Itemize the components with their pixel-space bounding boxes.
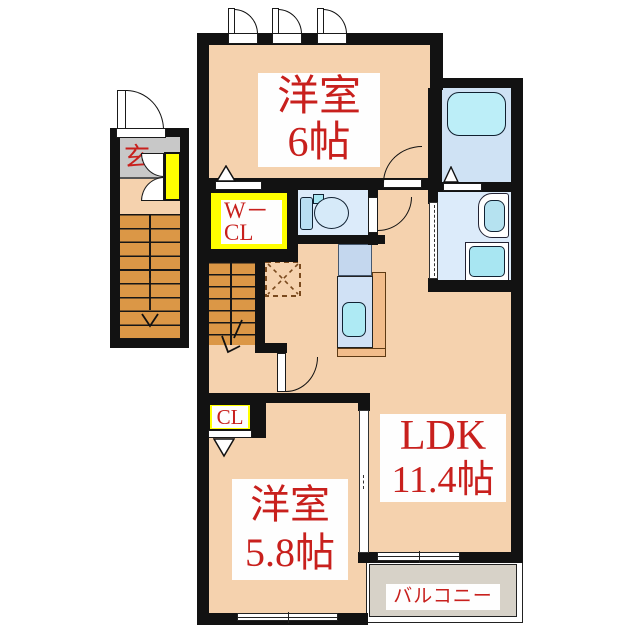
folding-door-dashes xyxy=(433,205,435,276)
kitchen-upper-counter xyxy=(338,244,372,276)
wall-washroom-bottom xyxy=(428,280,523,292)
sliding-door-meeting-stile xyxy=(359,475,364,489)
kitchen-counter-side xyxy=(372,272,386,356)
toilet-bowl xyxy=(314,197,349,229)
washbasin xyxy=(484,200,505,232)
wall-partition-stub xyxy=(358,393,370,411)
wall-wcl-bottom xyxy=(208,252,298,262)
closet-door-sill xyxy=(208,430,252,438)
closet-door-swing-triangle xyxy=(213,438,235,458)
toilet-door-leaf xyxy=(368,197,378,233)
window-sill-2 xyxy=(272,33,302,44)
bath-door-swing-triangle xyxy=(443,166,460,183)
wall-closet-right xyxy=(252,393,266,438)
window-sill-3 xyxy=(317,33,347,44)
washing-machine xyxy=(469,246,505,277)
kitchen-sink xyxy=(342,302,366,337)
washroom-folding-door xyxy=(429,202,438,279)
wall-wcl-right xyxy=(290,178,298,262)
wcl-door-swing-triangle xyxy=(216,165,236,182)
window-arc-2 xyxy=(278,9,302,34)
genkan-step-edge xyxy=(120,177,180,179)
refrigerator-space xyxy=(265,261,301,297)
entrance-door-leaf xyxy=(117,90,126,130)
wall-washroom-left-top xyxy=(428,192,438,204)
exterior-notch xyxy=(443,45,511,78)
window-center-tick xyxy=(418,551,420,563)
hall-door-leaf xyxy=(277,353,286,392)
wall-toilet-bottom xyxy=(290,235,385,244)
exterior-stair-arrow xyxy=(141,278,159,328)
interior-stair-arrow xyxy=(221,319,243,354)
window-arc-3 xyxy=(323,9,347,34)
exterior-stair-rail-line xyxy=(149,214,151,278)
room58-window xyxy=(237,612,338,623)
wall-stairs-right xyxy=(255,252,265,353)
bathtub xyxy=(447,92,506,136)
wall-right xyxy=(511,78,523,563)
window-arc-1 xyxy=(234,9,258,34)
toilet-tank xyxy=(300,197,313,230)
window-sill-1 xyxy=(228,33,258,44)
closet-label: CL xyxy=(212,406,248,428)
wall-step-vertical xyxy=(430,33,443,90)
ldk-balcony-window xyxy=(377,551,460,563)
balcony-label: バルコニー xyxy=(386,584,500,610)
entrance-door-arc xyxy=(126,90,164,130)
kitchen-counter-bottom xyxy=(337,348,386,357)
shoe-cabinet xyxy=(164,152,181,201)
wall-hall-stub xyxy=(255,343,287,353)
bath-door-sill xyxy=(443,183,482,191)
window-center-tick xyxy=(287,612,289,623)
entrance-door-sill xyxy=(116,128,166,138)
walk-in-closet-label: W－CL xyxy=(221,199,282,244)
wall-hall-bottom xyxy=(209,393,370,403)
interior-stair-rail-line xyxy=(230,262,232,345)
wcl-door-sill xyxy=(215,181,262,190)
wall-left xyxy=(197,33,209,625)
wall-bath-top xyxy=(438,78,523,88)
room58-ldk-sliding-door xyxy=(359,410,369,553)
wall-bath-left xyxy=(428,88,442,192)
